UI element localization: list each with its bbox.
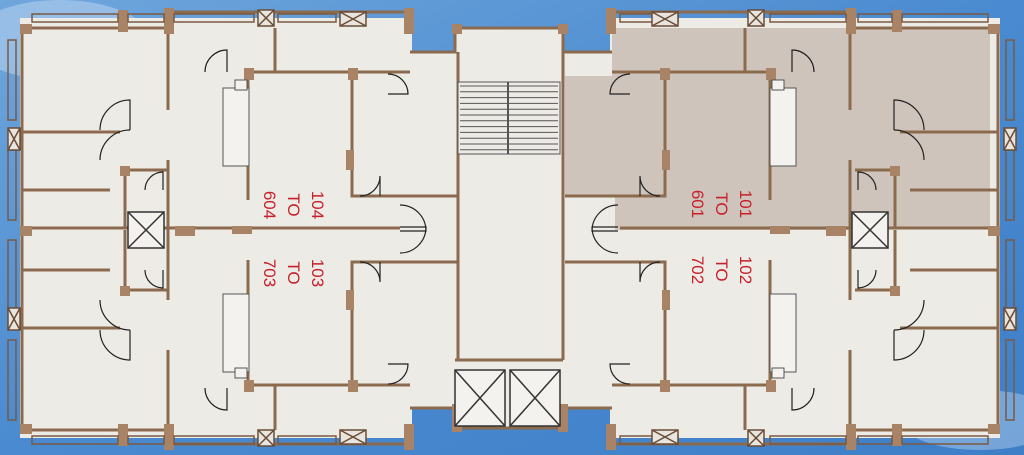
- unit-102-line-1: 102: [736, 256, 755, 284]
- unit-103-line-1: 103: [308, 259, 327, 287]
- lift-icon: [454, 369, 561, 427]
- window-icon: [7, 13, 1015, 445]
- unit-102-line-3: 702: [688, 256, 707, 284]
- staircase-icon: [457, 81, 561, 155]
- unit-103-line-2: TO: [284, 261, 303, 284]
- unit-101-highlight: [565, 28, 990, 230]
- unit-102-label: 102 TO 702: [688, 256, 755, 284]
- window-vent-icon: [7, 9, 1017, 447]
- unit-103-label: 103 TO 703: [260, 259, 327, 287]
- door-swing-icon: [99, 49, 925, 411]
- unit-101-line-2: TO: [712, 192, 731, 215]
- unit-101-line-3: 601: [688, 190, 707, 218]
- shaft-icon: [127, 211, 889, 249]
- unit-104-label: 104 TO 604: [260, 191, 327, 219]
- unit-104-line-3: 604: [260, 191, 279, 219]
- lobby-top: [455, 28, 563, 58]
- unit-102-line-2: TO: [712, 258, 731, 281]
- wall-columns: [20, 8, 1000, 450]
- unit-104-line-2: TO: [284, 193, 303, 216]
- unit-101-label: 101 TO 601: [688, 190, 755, 218]
- unit-103-line-3: 703: [260, 259, 279, 287]
- unit-101-line-1: 101: [736, 190, 755, 218]
- fixtures: [222, 79, 797, 379]
- unit-104-line-1: 104: [308, 191, 327, 219]
